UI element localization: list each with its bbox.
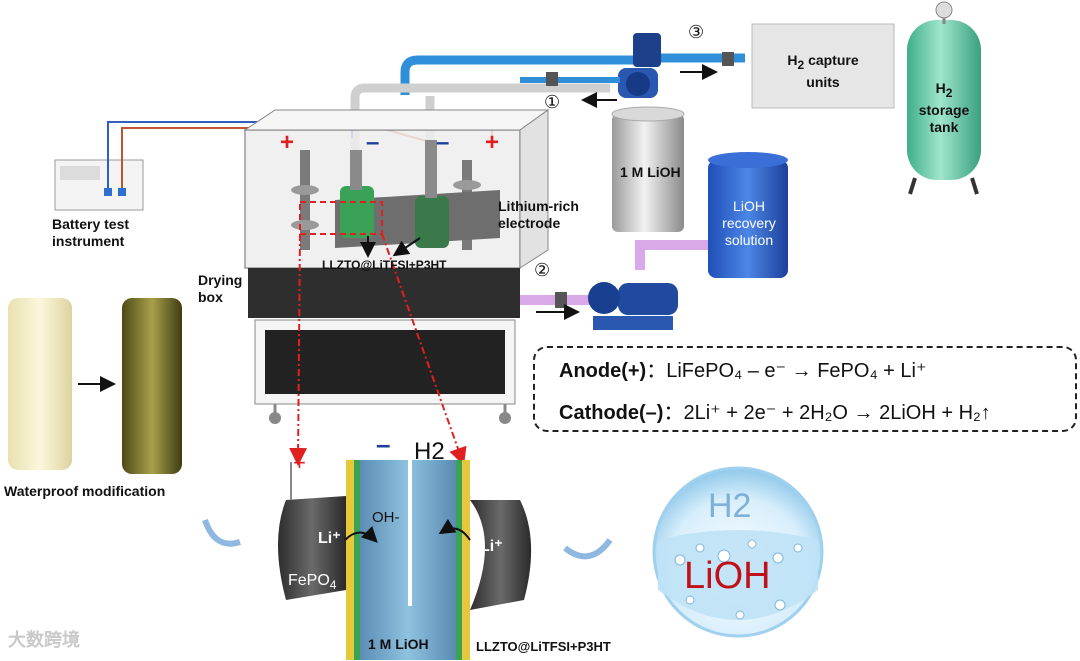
valve-3-label: ③ — [688, 22, 705, 42]
detail-lioh: 1 M LiOH — [368, 636, 429, 652]
valve-1-label: ① — [544, 92, 561, 112]
waterproof-label: Waterproof modification — [4, 483, 166, 499]
equation-box: Anode(+)：LiFePO₄ – e⁻ → FePO₄ + Li⁺ Cath… — [533, 346, 1077, 432]
detail-h2: H2 — [414, 438, 445, 465]
cathode-equation: Cathode(–)：2Li⁺ + 2e⁻ + 2H₂O → 2LiOH + H… — [559, 402, 991, 424]
detail-li-right: Li⁺ — [480, 538, 503, 555]
svg-text:+: + — [485, 129, 499, 156]
detail-oh: OH- — [372, 509, 400, 526]
svg-text:–: – — [436, 129, 449, 156]
detail-llzto: LLZTO@LiTFSI+P3HT — [476, 639, 611, 654]
detail-fepo4: FePO4 — [288, 572, 337, 593]
bubble-h2: H2 — [708, 487, 752, 525]
valve-2-label: ② — [534, 260, 551, 280]
svg-text:–: – — [366, 129, 379, 156]
detail-minus: – — [376, 429, 391, 459]
llzto-top-label: LLZTO@LiTFSI+P3HT — [322, 258, 447, 272]
anode-equation: Anode(+)：LiFePO₄ – e⁻ → FePO₄ + Li⁺ — [559, 360, 927, 382]
svg-text:+: + — [280, 129, 294, 156]
lioh-tank-label: 1 M LiOH — [620, 164, 681, 180]
detail-li-left: Li⁺ — [318, 530, 341, 547]
bubble-lioh: LiOH — [684, 555, 771, 597]
detail-plus: + — [293, 450, 306, 475]
watermark: 大数跨境 — [8, 630, 80, 651]
